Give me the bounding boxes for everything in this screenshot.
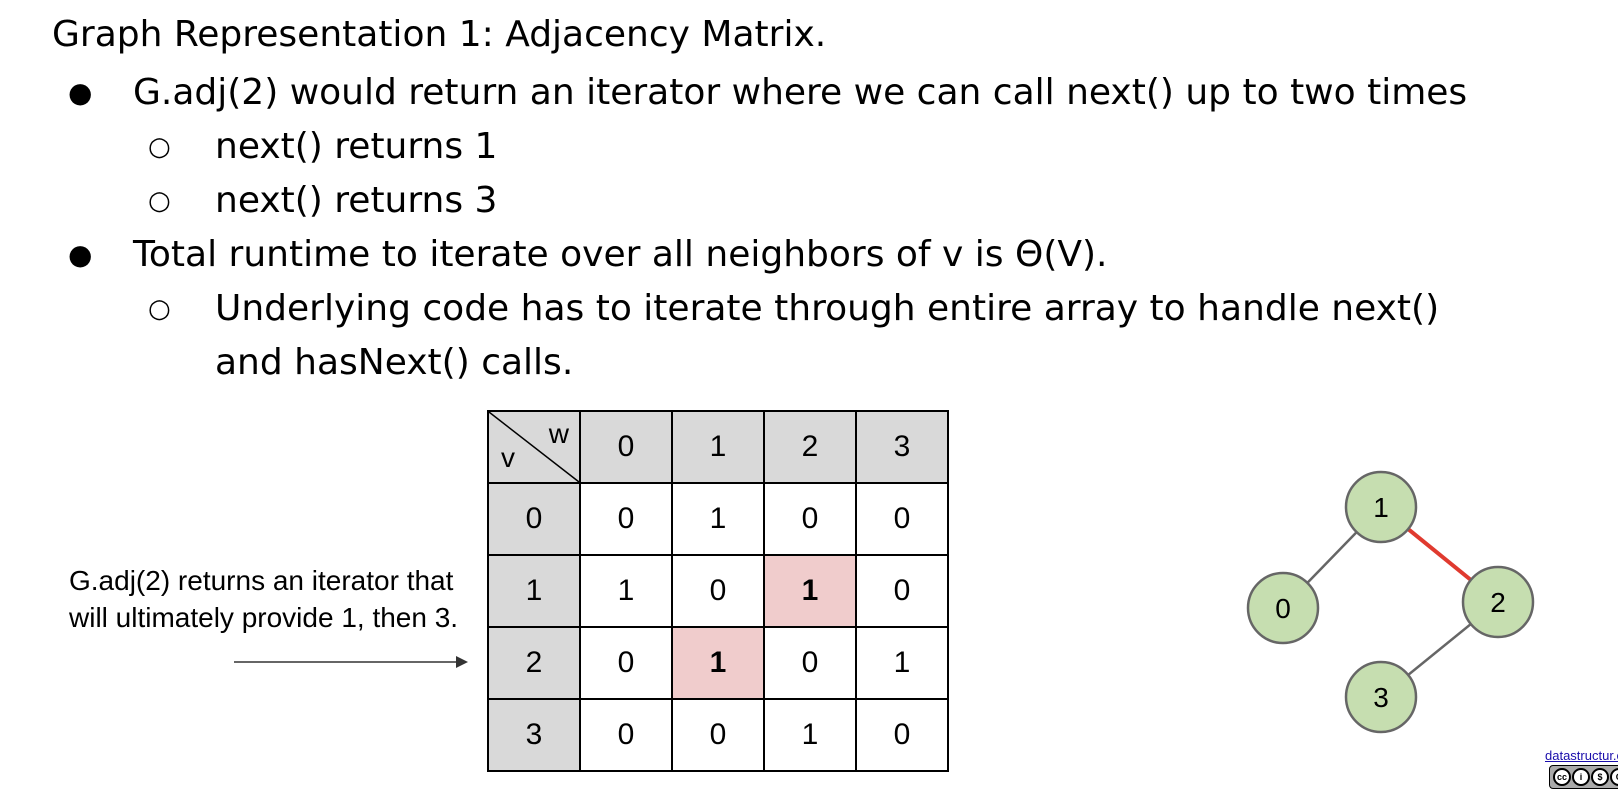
node-label: 3 [1373,682,1389,713]
bullet-text: next() returns 3 [215,180,498,221]
graph-node: 2 [1461,565,1535,639]
matrix-row: 2 0 1 0 1 [487,626,949,700]
row-axis-label: v [501,442,515,473]
graph-node: 3 [1344,660,1418,734]
matrix-cell: 0 [579,626,673,700]
col-axis-label: w [548,418,569,449]
node-label: 0 [1275,593,1291,624]
graph-node: 1 [1344,470,1418,544]
adjacency-matrix: w v 0 1 2 3 0 0 1 0 0 1 1 0 1 0 2 0 1 0 … [487,410,949,772]
bullet-dot: ● [68,238,93,271]
bullet-dot: ● [68,76,93,109]
bullet-circle: ○ [148,132,171,162]
matrix-cell-highlighted: 1 [763,554,857,628]
matrix-caption: G.adj(2) returns an iterator that will u… [69,565,459,633]
graph-node: 0 [1246,571,1320,645]
node-label: 2 [1490,587,1506,618]
matrix-row: 1 1 0 1 0 [487,554,949,628]
node-label: 1 [1373,492,1389,523]
matrix-row: 3 0 0 1 0 [487,698,949,772]
col-header: 1 [671,410,765,484]
matrix-cell: 0 [763,482,857,556]
matrix-cell: 0 [579,698,673,772]
creative-commons-license-icon[interactable]: cc i $ C [1549,765,1618,789]
row-header: 1 [487,554,581,628]
bullet-text: Underlying code has to iterate through e… [215,288,1440,329]
matrix-cell: 1 [671,482,765,556]
bullet-text: G.adj(2) would return an iterator where … [133,72,1468,113]
row-header: 3 [487,698,581,772]
sa-icon: C [1610,768,1618,786]
graph-diagram: 1 0 2 3 [1246,470,1535,734]
matrix-cell: 0 [855,554,949,628]
bullet-text: next() returns 1 [215,126,498,167]
cc-icon: cc [1553,768,1571,786]
bullet-circle: ○ [148,294,171,324]
diagonal-divider [489,412,579,482]
slide-title: Graph Representation 1: Adjacency Matrix… [52,14,827,55]
matrix-cell: 0 [671,554,765,628]
matrix-cell: 0 [579,482,673,556]
matrix-cell: 0 [763,626,857,700]
bullet-circle: ○ [148,186,171,216]
matrix-cell: 0 [855,698,949,772]
nc-icon: $ [1591,768,1609,786]
by-icon: i [1572,768,1590,786]
col-header: 0 [579,410,673,484]
matrix-cell-highlighted: 1 [671,626,765,700]
bullet-text: Total runtime to iterate over all neighb… [133,234,1108,275]
matrix-cell: 0 [855,482,949,556]
arrow-icon [234,656,468,668]
matrix-cell: 1 [763,698,857,772]
bullet-text: and hasNext() calls. [215,342,574,383]
row-header: 0 [487,482,581,556]
row-header: 2 [487,626,581,700]
matrix-cell: 1 [579,554,673,628]
col-header: 2 [763,410,857,484]
col-header: 3 [855,410,949,484]
matrix-cell: 0 [671,698,765,772]
matrix-cell: 1 [855,626,949,700]
course-website-link[interactable]: datastructur.es [1545,748,1618,763]
matrix-header-row: w v 0 1 2 3 [487,410,949,484]
matrix-corner-cell: w v [487,410,581,484]
matrix-row: 0 0 1 0 0 [487,482,949,556]
